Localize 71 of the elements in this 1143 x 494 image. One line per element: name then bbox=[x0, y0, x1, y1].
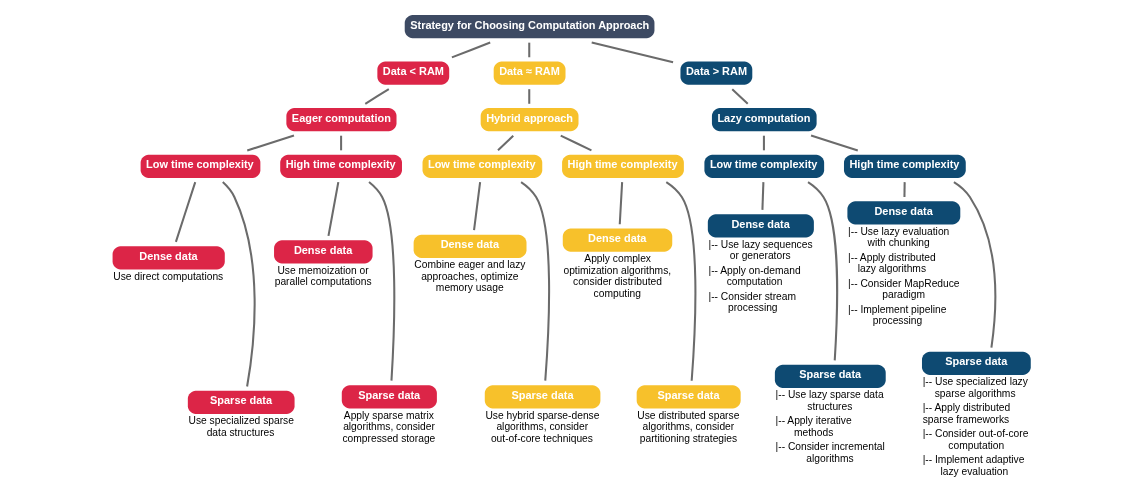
node-label: Combine eager and lazy approaches, optimize memory usage bbox=[414, 259, 526, 294]
connector bbox=[451, 41, 491, 59]
node-box: Low time complexity bbox=[422, 154, 543, 178]
node-box: Sparse data bbox=[341, 385, 437, 409]
node-box: Dense data bbox=[112, 246, 225, 270]
node-box: Dense data bbox=[707, 214, 814, 238]
node-box: Sparse data bbox=[484, 385, 601, 409]
node-box: Sparse data bbox=[187, 390, 295, 414]
connector bbox=[618, 182, 624, 225]
node-box: Dense data bbox=[413, 234, 527, 258]
node-label: |-- Consider MapReduce paradigm bbox=[848, 277, 960, 301]
node-box: High time complexity bbox=[562, 154, 684, 178]
connector bbox=[810, 134, 859, 152]
node-box: Sparse data bbox=[636, 385, 741, 409]
connector bbox=[807, 181, 839, 361]
node-box: High time complexity bbox=[844, 154, 966, 178]
node-label: |-- Apply distributed sparse frameworks bbox=[922, 402, 1011, 425]
node-label: Apply complex optimization algorithms, consider distributed computing bbox=[563, 253, 672, 299]
connector bbox=[174, 181, 197, 243]
connector bbox=[903, 182, 906, 198]
node-label: |-- Apply on-demand computation bbox=[708, 264, 801, 288]
connector bbox=[473, 182, 482, 231]
connector bbox=[246, 134, 295, 152]
connector bbox=[731, 88, 749, 105]
connector bbox=[762, 135, 765, 151]
connector bbox=[340, 135, 343, 151]
node-box: Lazy computation bbox=[711, 108, 817, 132]
node-box: Low time complexity bbox=[704, 154, 825, 178]
node-label: Use hybrid sparse-dense algorithms, consider out-of-core techniques bbox=[485, 409, 600, 444]
node-box: Data > RAM bbox=[680, 61, 753, 85]
node-box: Sparse data bbox=[774, 364, 886, 388]
node-label: Use specialized sparse data structures bbox=[188, 415, 294, 438]
node-label: Use distributed sparse algorithms, consider partitioning strategies bbox=[637, 409, 740, 444]
connector bbox=[953, 181, 997, 348]
node-label: |-- Apply iterative methods bbox=[775, 415, 852, 438]
connector bbox=[528, 42, 531, 58]
node-label: |-- Consider incremental algorithms bbox=[775, 441, 885, 464]
node-box: Data ≈ RAM bbox=[493, 61, 566, 85]
connector bbox=[222, 181, 256, 387]
node-label: |-- Apply distributed lazy algorithms bbox=[848, 251, 936, 275]
node-label: |-- Consider out-of-core computation bbox=[922, 428, 1029, 451]
connector bbox=[528, 89, 531, 104]
node-box: Eager computation bbox=[286, 108, 397, 132]
node-box: High time complexity bbox=[280, 154, 402, 178]
connector bbox=[327, 181, 340, 237]
node-label: Use direct computations bbox=[113, 270, 224, 282]
node-box: Sparse data bbox=[922, 351, 1031, 375]
connector bbox=[520, 181, 551, 381]
node-label: |-- Use lazy sparse data structures bbox=[775, 389, 884, 412]
connector bbox=[497, 134, 514, 152]
connector bbox=[364, 88, 390, 105]
node-box: Hybrid approach bbox=[480, 108, 579, 132]
connector bbox=[761, 182, 765, 210]
node-box: Low time complexity bbox=[140, 154, 261, 178]
node-label: |-- Consider stream processing bbox=[708, 290, 797, 314]
node-label: |-- Implement adaptive lazy evaluation bbox=[922, 454, 1025, 477]
connector bbox=[665, 181, 697, 381]
node-label: |-- Implement pipeline processing bbox=[848, 303, 947, 327]
node-box: Strategy for Choosing Computation Approach bbox=[404, 15, 655, 39]
connector bbox=[591, 41, 674, 64]
node-label: Use memoization or parallel computations bbox=[274, 264, 372, 288]
node-box: Dense data bbox=[847, 201, 961, 225]
node-label: |-- Use lazy evaluation with chunking bbox=[848, 225, 950, 249]
node-label: |-- Use lazy sequences or generators bbox=[708, 238, 813, 262]
node-box: Dense data bbox=[274, 240, 373, 264]
node-label: |-- Use specialized lazy sparse algorithms bbox=[922, 376, 1028, 399]
node-box: Data < RAM bbox=[377, 61, 450, 85]
connector bbox=[560, 134, 592, 152]
connector bbox=[368, 181, 396, 381]
node-box: Dense data bbox=[562, 228, 673, 252]
node-label: Apply sparse matrix algorithms, consider compressed storage bbox=[342, 409, 436, 444]
